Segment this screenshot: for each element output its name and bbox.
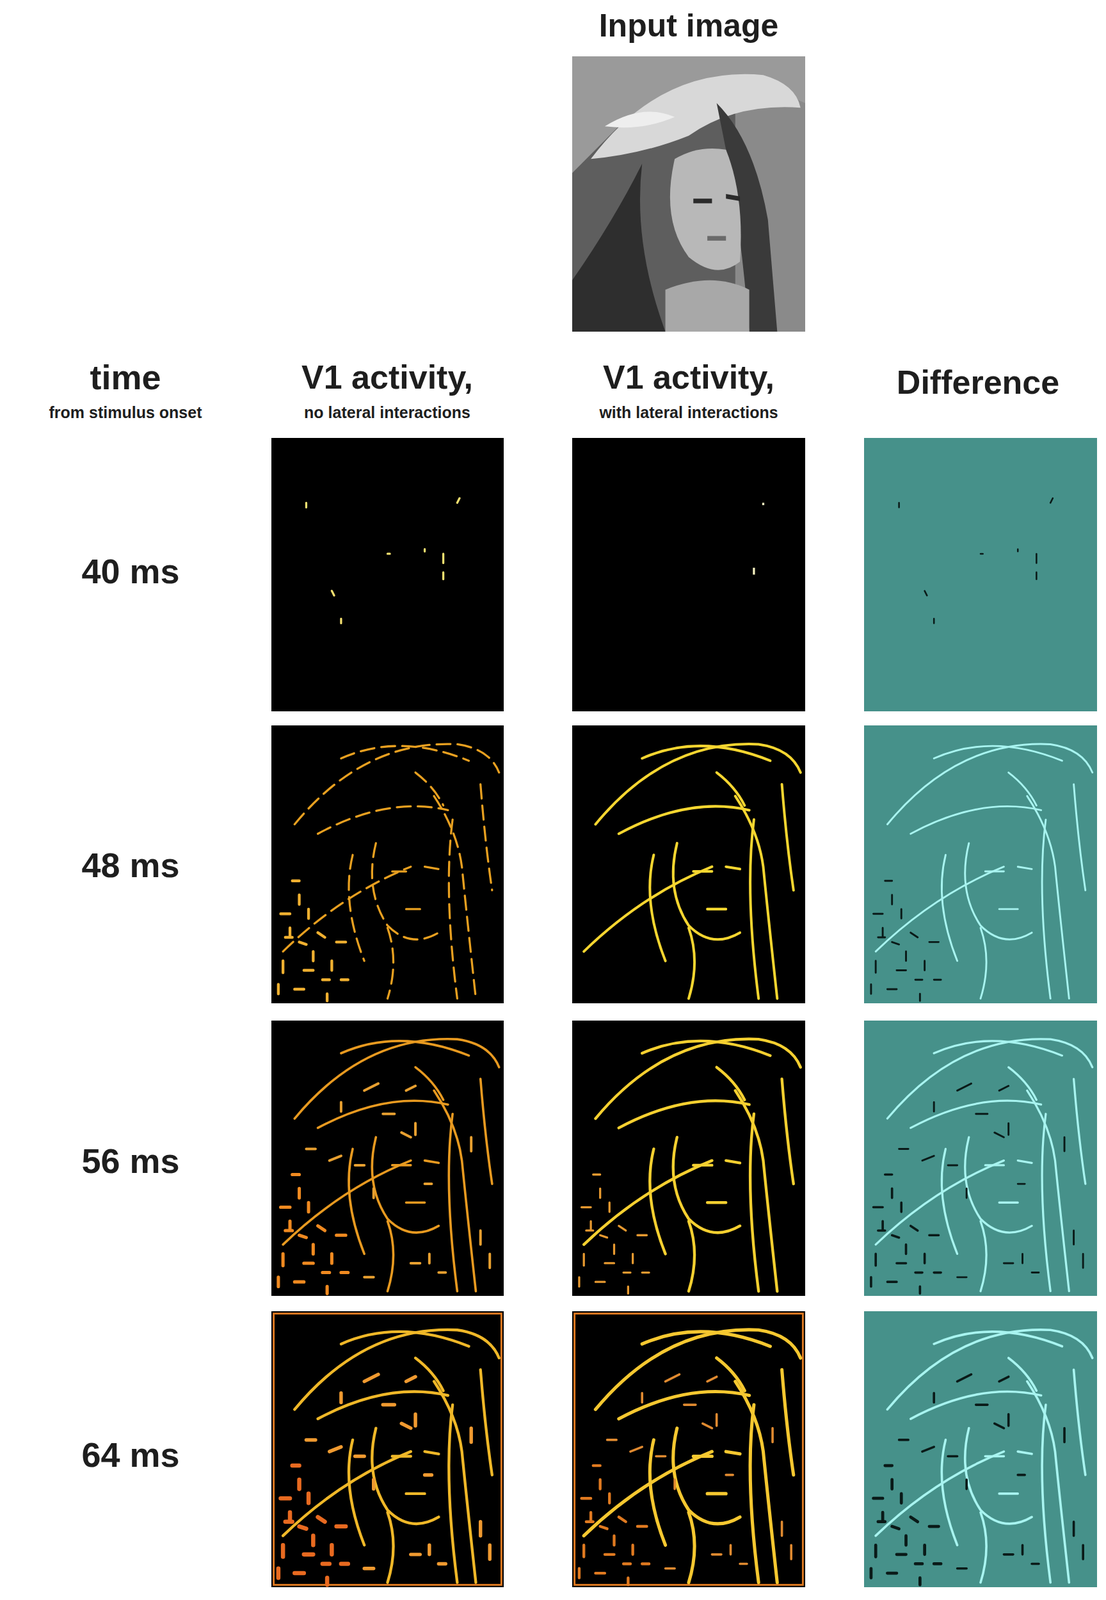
difference-panel <box>864 1020 1098 1296</box>
column-heading: V1 activity, <box>602 359 775 396</box>
v1-panel <box>572 437 806 712</box>
column-heading: Difference <box>896 364 1060 401</box>
v1-panel <box>572 1020 806 1296</box>
difference-panel <box>864 437 1098 712</box>
v1-panel <box>271 725 504 1003</box>
time-label: 56 ms <box>81 1141 180 1180</box>
column-heading: time <box>89 358 161 397</box>
time-label: 40 ms <box>81 552 180 591</box>
v1-panel <box>271 1020 504 1296</box>
input-photo <box>572 56 806 332</box>
time-label: 64 ms <box>81 1435 180 1474</box>
column-subheading: with lateral interactions <box>599 403 778 422</box>
heading: Input image <box>599 8 779 44</box>
v1-panel <box>572 1310 806 1587</box>
v1-panel <box>271 1310 504 1587</box>
v1-panel <box>572 725 806 1003</box>
column-subheading: no lateral interactions <box>304 403 471 422</box>
difference-panel <box>864 725 1098 1003</box>
difference-panel <box>864 1310 1098 1587</box>
column-heading: V1 activity, <box>301 359 473 396</box>
column-subheading: from stimulus onset <box>49 403 203 422</box>
time-label: 48 ms <box>81 846 180 884</box>
v1-panel <box>271 437 504 712</box>
